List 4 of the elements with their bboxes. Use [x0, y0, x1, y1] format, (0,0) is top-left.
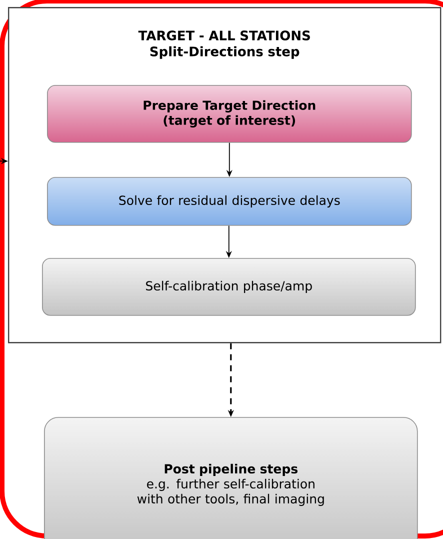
process-box: Solve for residual dispersive delays: [47, 177, 412, 226]
process-box: Post pipeline steps e.g. further self-calibration with other tools, final imaging: [44, 417, 418, 539]
process-box: Prepare Target Direction (target of interest): [47, 85, 412, 143]
process-box: Self-calibration phase/amp: [42, 258, 416, 316]
